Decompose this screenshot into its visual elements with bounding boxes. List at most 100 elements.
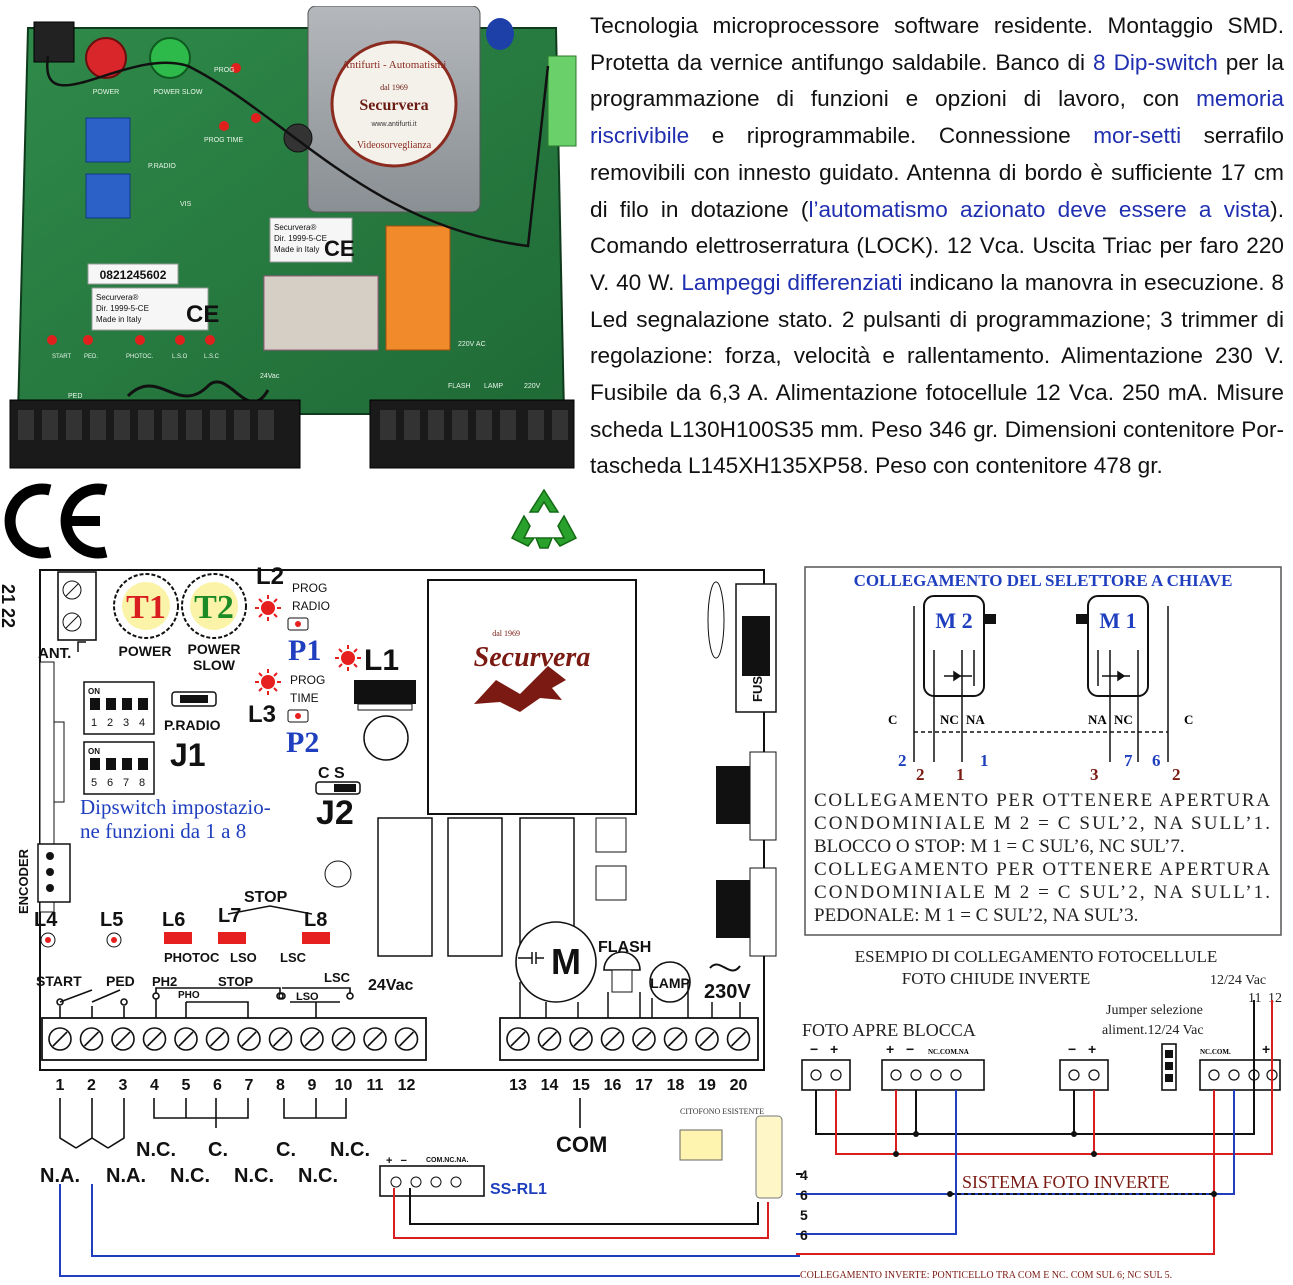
rx2-header: NC.COM. <box>1200 1048 1231 1056</box>
switch-m2-label: M 2 <box>935 608 972 633</box>
ce-mark-icon <box>4 483 108 559</box>
selector-line-4: COLLEGAMENTO PER OTTENERE APERTURA <box>814 859 1270 880</box>
desc-seg-5: e riprogrammabile. Connessione <box>689 123 1094 149</box>
desc-seg-7: serrafilo removibili con innesto guidato… <box>590 123 1284 222</box>
citofono-handset <box>755 1115 783 1199</box>
num-blue-1: 1 <box>980 751 989 770</box>
terminal-number-9: 9 <box>308 1077 317 1094</box>
num-red-1: 1 <box>956 765 965 784</box>
photo-ped: PED. <box>84 354 98 360</box>
tx1-plus: + <box>830 1041 838 1057</box>
terminal-number-1: 1 <box>56 1077 65 1094</box>
pin-na-right: NA <box>1088 712 1107 727</box>
terminal-number-8: 8 <box>276 1077 285 1094</box>
led-l6-icon <box>164 932 192 944</box>
rx1-plus: + <box>886 1041 894 1057</box>
photo-relays <box>263 275 379 351</box>
photo-220vac: 220V AC <box>458 341 486 348</box>
num-blue-2: 2 <box>898 751 907 770</box>
terminal-number-18: 18 <box>667 1077 685 1094</box>
led-l6-label: L6 <box>162 909 185 931</box>
seal-bottom-text: Videosorveglianza <box>357 140 432 151</box>
selector-line-5: CONDOMINIALE M 2 = C SUL’2, NA SULL’1. <box>814 882 1270 903</box>
encoder-label: ENCODER <box>16 848 31 914</box>
stop-contact-label: STOP <box>218 974 253 989</box>
photocell-tx-1 <box>801 1059 851 1091</box>
pin-nc-left: NC <box>940 712 959 727</box>
photo-lso: L.S.O <box>172 354 188 360</box>
tx1-minus: − <box>810 1041 818 1057</box>
led-l1-label: L1 <box>364 644 399 677</box>
na-label-1: N.A. <box>40 1165 80 1187</box>
selector-line-2: CONDOMINIALE M 2 = C SUL’2, NA SULL’1. <box>814 813 1270 834</box>
motor-label: M <box>551 941 581 982</box>
terminal-number-17: 17 <box>635 1077 653 1094</box>
switch-m1-label: M 1 <box>1099 608 1136 633</box>
photo-power-label: POWER <box>93 89 119 96</box>
photo-dip1 <box>85 117 131 163</box>
switch-m2-icon <box>923 595 985 697</box>
foto-apre-blocca-label: FOTO APRE BLOCCA <box>802 1020 976 1040</box>
button-p1-label: P1 <box>288 634 321 667</box>
photo-prog-time: PROG TIME <box>204 137 243 144</box>
p-radio-label: P.RADIO <box>164 717 221 733</box>
desc-seg-9: ). Comando elettroserratura (LOCK). 12 V… <box>590 196 1284 295</box>
pcb-photo: Antifurti - Automatismi Securvera dal 19… <box>9 6 577 469</box>
logo-since: dal 1969 <box>492 629 520 638</box>
led-l3-icon <box>255 669 281 695</box>
pho-label: PHO <box>178 990 200 1001</box>
trimmer-t2-label: T2 <box>194 589 234 626</box>
desc-memoria-highlight: memoria riscrivibile <box>590 86 1284 149</box>
red-trimmer <box>85 37 127 79</box>
rx2-plus: + <box>1262 1041 1270 1057</box>
lamp-label: LAMP <box>650 975 690 991</box>
terminal-number-10: 10 <box>335 1077 353 1094</box>
na-label-2: N.A. <box>106 1165 146 1187</box>
terminal-22-label: 22 <box>0 608 18 628</box>
dip-5: 5 <box>91 777 97 789</box>
switch-m1-icon <box>1087 595 1149 697</box>
photo-cert-b3: Made in Italy <box>274 245 319 254</box>
foto-title-2: FOTO CHIUDE INVERTE <box>902 969 1091 988</box>
desc-vista-highlight: l’automatismo azionato deve essere a vis… <box>808 196 1271 222</box>
led-l7-icon <box>218 932 246 944</box>
nc-label-4: N.C. <box>136 1139 176 1161</box>
pin-c-left: C <box>888 712 897 727</box>
photoc-label: PHOTOC <box>164 950 220 965</box>
terminal-strip-1-12 <box>41 1017 427 1061</box>
foto-vac-label: 12/24 Vac <box>1210 973 1266 988</box>
lsc-contact-label: LSC <box>324 970 351 985</box>
24vac-label: 24Vac <box>368 977 413 994</box>
lamp-icon <box>649 961 691 1003</box>
seal-since: dal 1969 <box>380 83 408 92</box>
led-l5-icon <box>111 937 117 943</box>
nc-label-b: N.C. <box>234 1165 274 1187</box>
photo-lsc: L.S.C <box>204 354 220 360</box>
dip-2: 2 <box>107 717 113 729</box>
led-l8-label: L8 <box>304 909 327 931</box>
ss-rl1-header: COM.NC.NA. <box>426 1157 468 1164</box>
brand-seal <box>330 40 458 168</box>
photo-cert-1: Securvera® <box>96 293 138 302</box>
led-l4-label: L4 <box>34 909 58 931</box>
nc-label-a: N.C. <box>170 1165 210 1187</box>
wire-4: 4 <box>800 1167 808 1183</box>
led-l4-icon <box>45 937 51 943</box>
seal-top-text: Antifurti - Automatismi <box>342 59 447 71</box>
selector-line-3: BLOCCO O STOP: M 1 = C SUL’6, NC SUL’7. <box>814 836 1185 857</box>
foto-footer-note: COLLEGAMENTO INVERTE: PONTICELLO TRA COM… <box>800 1270 1172 1281</box>
terminal-number-16: 16 <box>604 1077 622 1094</box>
key-selector-panel: COLLEGAMENTO DEL SELETTORE A CHIAVE M 2 … <box>804 566 1282 936</box>
led-l5-label: L5 <box>100 909 123 931</box>
motor-icon <box>515 921 597 1003</box>
photo-terminal-left <box>9 399 301 469</box>
lsc-label: LSC <box>280 950 307 965</box>
jumper-j2-label: J2 <box>316 794 354 832</box>
cs-label: C S <box>318 765 345 782</box>
terminal-number-14: 14 <box>541 1077 559 1094</box>
selector-line-6: PEDONALE: M 1 = C SUL’2, NA SUL’3. <box>814 905 1138 926</box>
photo-power-slow-label: POWER SLOW <box>153 89 202 96</box>
pin-na-left: NA <box>966 712 985 727</box>
photo-24vac: 24Vac <box>260 373 280 380</box>
